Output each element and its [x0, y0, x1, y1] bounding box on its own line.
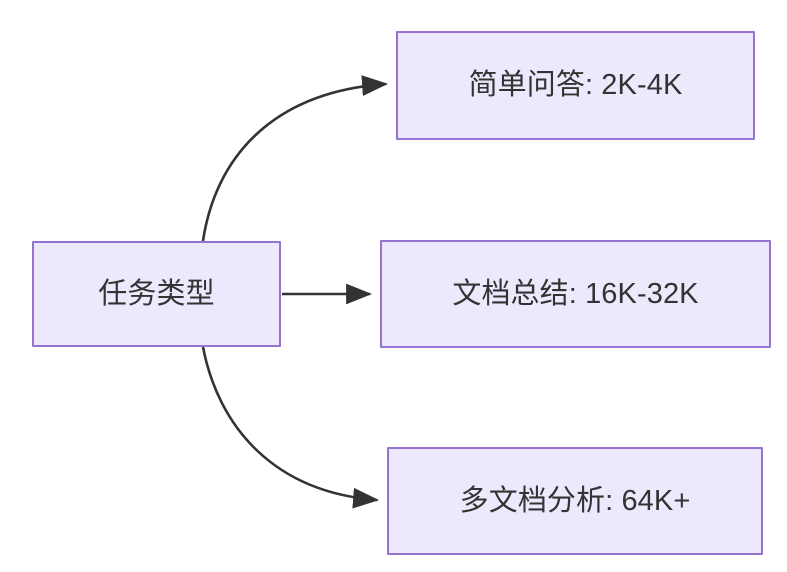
node-task-type[interactable]: 任务类型 — [32, 241, 281, 347]
node-simple-qa[interactable]: 简单问答: 2K-4K — [396, 31, 755, 140]
node-task-type-label: 任务类型 — [98, 277, 215, 310]
edge-root-to-multi-doc — [201, 346, 380, 509]
node-multi-document-analysis[interactable]: 多文档分析: 64K+ — [387, 447, 763, 555]
edge-root-to-simple-qa — [201, 75, 389, 242]
node-multi-document-analysis-label: 多文档分析: 64K+ — [459, 484, 691, 517]
node-document-summary[interactable]: 文档总结: 16K-32K — [380, 240, 771, 348]
node-simple-qa-label: 简单问答: 2K-4K — [468, 69, 683, 102]
node-document-summary-label: 文档总结: 16K-32K — [452, 277, 699, 310]
